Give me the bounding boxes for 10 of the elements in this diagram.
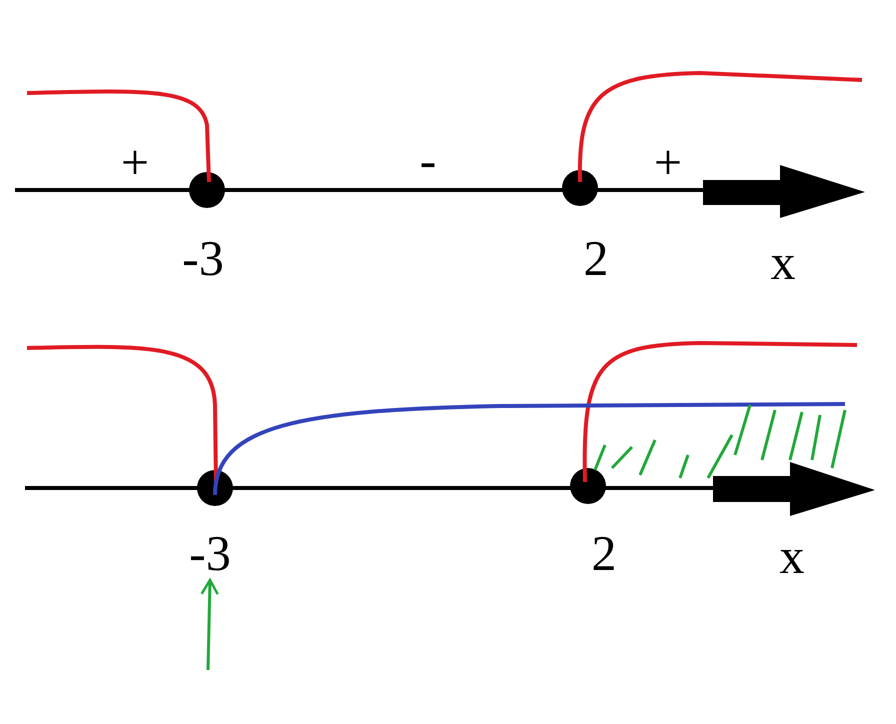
axis-label: x: [780, 531, 804, 581]
tick-label: -3: [182, 233, 224, 283]
tick-label: 2: [592, 528, 616, 578]
sign-label: -: [420, 135, 436, 185]
tick-label: 2: [584, 233, 608, 283]
sign-label: +: [654, 137, 682, 187]
axis-label: x: [770, 237, 796, 287]
tick-label: -3: [189, 528, 231, 578]
sign-label: +: [120, 137, 150, 187]
arrow: [200, 578, 219, 670]
